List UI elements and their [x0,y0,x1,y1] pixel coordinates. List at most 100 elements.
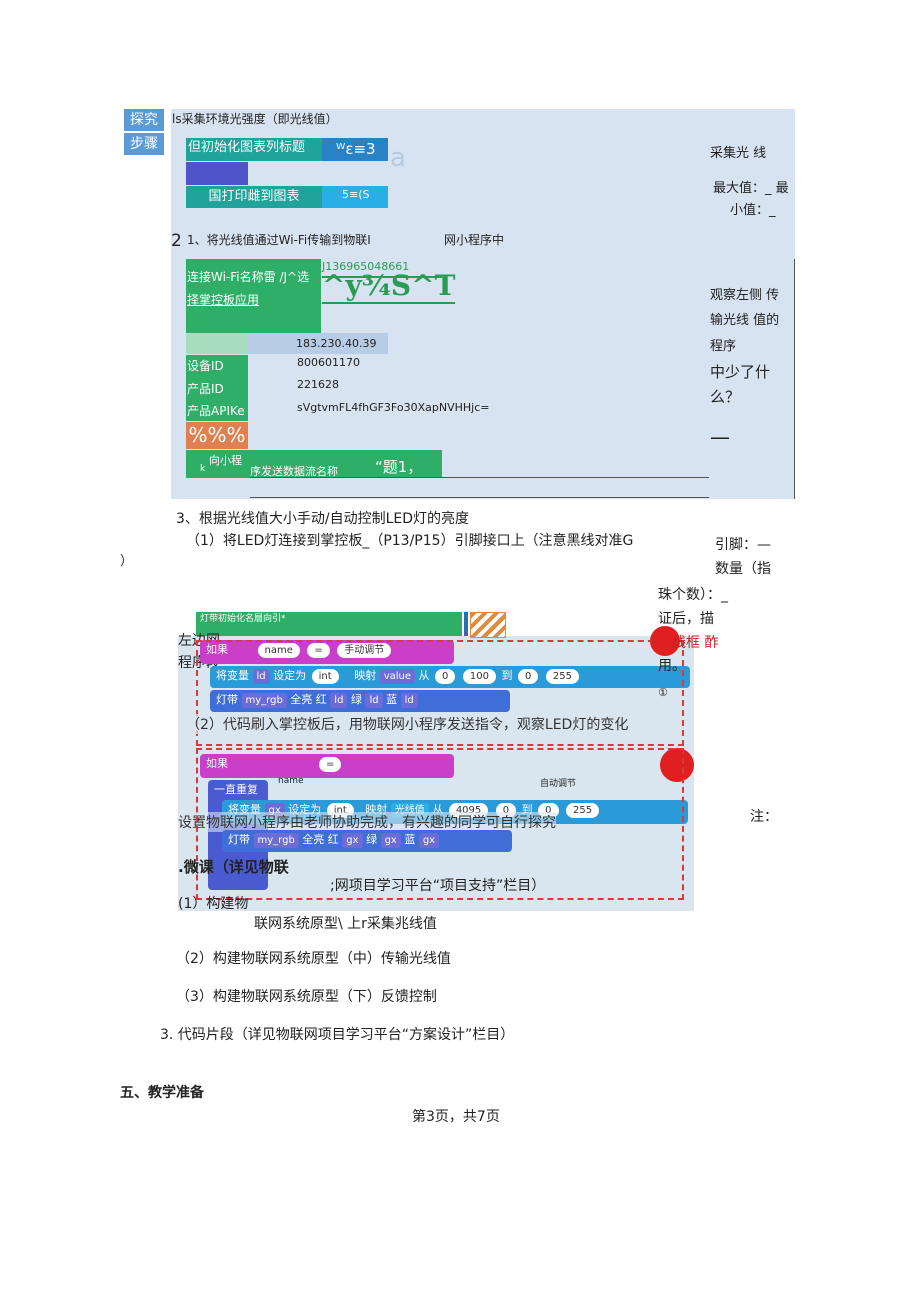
send-quote: “题1， [375,458,423,476]
step3-sub2: （2）代码刷入掌控板后，用物联网小程序发送指令，观察LED灯的变化 [186,714,629,734]
ld-var-1: ld [252,669,270,684]
build-1b: 联网系统原型\ 上r采集兆线值 [254,916,437,932]
from-label-1: 从 [418,669,430,682]
panel-right-border [794,259,795,499]
count-label-2: 珠个数）：_ [658,587,728,603]
step2-number: 2 [171,231,182,251]
strip-block-2: 灯带 my_rgb 全亮 红 gx 绿 gx 蓝 gx [222,830,512,852]
myrgb-var-1: my_rgb [241,693,287,708]
send-text: 序发送数据流名称 [250,465,338,478]
observe-1: 观察左侧 传 [710,288,780,303]
build-3: （3）构建物联网系统原型（下）反馈控制 [176,989,437,1005]
build-1a: (1）构建物 [178,896,249,912]
red-marker-2 [660,748,694,782]
device-id-label: 设备ID [187,359,224,373]
gx-var-3: gx [380,833,401,848]
blue-label-2: 蓝 [404,833,416,846]
max-pill-2: 255 [566,803,600,818]
from-label-2: 从 [432,803,444,816]
zero-pill-1: 0 [435,669,456,684]
count-label: 数量（指 [715,561,771,577]
product-id: 221628 [297,378,339,391]
right-min: 小值：_ [730,203,776,218]
gx-var-2: gx [342,833,363,848]
block-header-edge [464,612,468,636]
red-dashed-frame-1 [196,640,684,746]
circle-1: ① [658,686,668,699]
code-fragment: 3. 代码片段（详见物联网项目学习平台“方案设计”栏目） [160,1027,515,1043]
eq-pill-1: = [307,643,330,658]
send-label-1: 向小程 [209,454,242,467]
block-header: 灯带初始化名層向引* [196,612,462,636]
platform-text: ;网项目学习平台“项目支持”栏目） [330,878,546,894]
green-label-2: 绿 [366,833,378,846]
eq-pill-2: = [319,757,342,772]
int-pill-1: int [311,669,339,684]
apikey-label: 产品APIKe [187,404,245,418]
note-text: 设置物联网小程序由老师协助完成，有兴趣的同学可自行探究 [178,812,556,832]
step3-title: 3、根据光线值大小手动/自动控制LED灯的亮度 [176,511,470,527]
observe-4: 中少了什 [710,363,771,381]
all-red-label-2: 全亮 红 [302,833,339,846]
send-block-b [248,450,442,478]
print-chart-label: 国打印雌到图表 [186,186,322,208]
wifi-block [186,259,321,333]
init-chart-code: ᵂɛ≡3 [322,138,388,161]
wifi-label-1: 连接Wi-Fi名称雷 /J^选 [187,270,310,284]
step2-text-b: 网小程序中 [444,233,505,247]
id-block [186,355,248,421]
step3-sub1-cont: ） [120,554,134,569]
red-note: 线框 酢 [672,635,719,651]
strip-block-1: 灯带 my_rgb 全亮 红 ld 绿 ld 蓝 ld [210,690,510,712]
right-max: 最大值：_ 最 [713,181,789,196]
right-collect: 采集光 线 [710,146,767,161]
observe-dash: — [710,425,730,449]
page-footer: 第3页，共7页 [412,1109,500,1125]
strip-label-2: 灯带 [228,833,250,846]
note-label: 注： [750,809,778,825]
max-pill-1: 255 [545,669,579,684]
auto-label: 自动调节 [540,779,577,789]
gx-var-4: gx [418,833,440,848]
micro-course: .微课（详见物联 [178,858,289,876]
manual-pill: 手动调节 [337,643,392,658]
ld-var-4: ld [400,693,418,708]
if-label-1: 如果 [206,643,228,656]
if-label-2: 如果 [206,757,228,770]
red-dashed-frame-2 [196,748,684,900]
name-label-2: name [278,776,304,786]
apikey: sVgtvmFL4fhGF3Fo30XapNVHHjc= [297,401,490,414]
print-chart-code: 5≡(S [322,186,388,208]
wifi-number: J136965048661 [322,258,442,278]
step2-text: 1、将光线值通过Wi-Fi传输到物联I [187,233,371,247]
observe-2: 输光线 值的 [710,313,780,328]
hundred-pill: 100 [462,669,496,684]
side-tag-steps: 步骤 [124,133,164,155]
observe-3: 程序 [710,339,737,354]
ip-value: 183.230.40.39 [248,333,388,354]
to-label-1: 到 [501,669,513,682]
big-glyph: a [390,143,406,173]
repeat-label: 一直重复 [214,783,258,796]
use-label: 用。 [658,658,686,674]
setto-label-1: 设定为 [273,669,307,682]
ip-block [186,333,248,354]
myrgb-var-2: my_rgb [253,833,299,848]
side-tag-explore: 探究 [124,109,164,131]
product-id-label: 产品ID [187,382,224,396]
map-label-1: 映射 [354,669,377,682]
device-id: 800601170 [297,356,360,369]
pin-label: 引脚：— [715,537,771,553]
setvar-label-1: 将变量 [216,669,249,682]
value-var: value [379,669,416,684]
purple-block [186,162,248,185]
strip-label-1: 灯带 [216,693,238,706]
wifi-label-2: 择掌控板应用 [187,293,260,307]
if-block-1: 如果 name = 手动调节 [200,640,454,664]
section-5-title: 五、教学准备 [120,1085,204,1101]
send-label-2: k [200,464,206,474]
zero-pill-2: 0 [517,669,539,684]
if-block-2: 如果 = [200,754,454,778]
verify-label: 证后，描 [658,611,714,627]
red-marker-1 [650,626,680,656]
